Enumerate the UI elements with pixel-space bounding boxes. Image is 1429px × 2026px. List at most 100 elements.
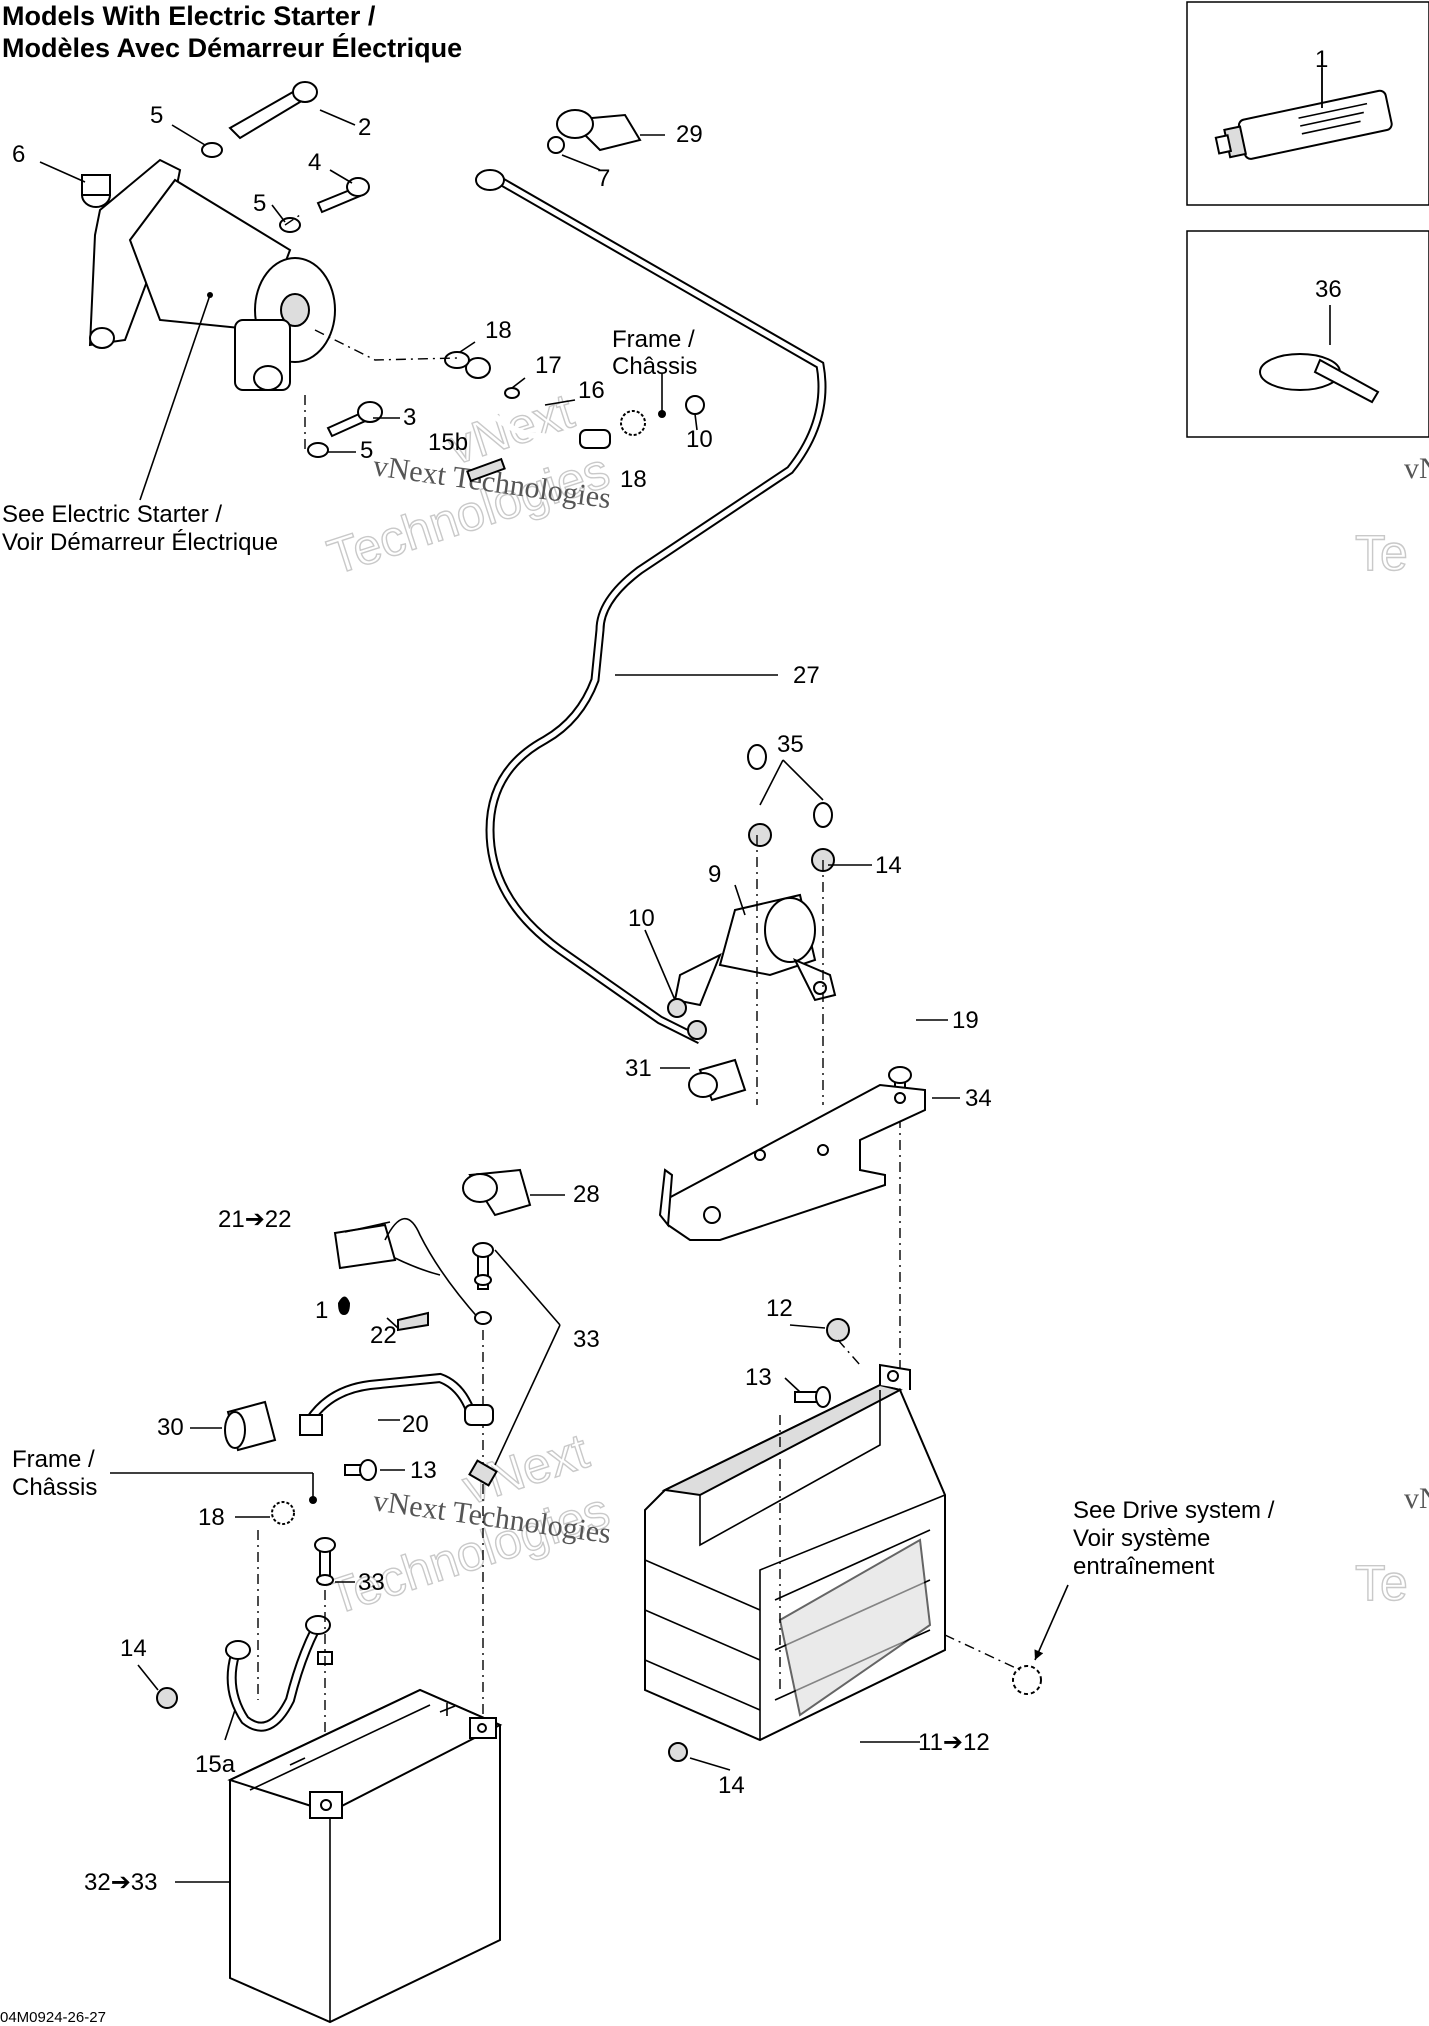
washer-5 xyxy=(307,442,329,458)
washer-17 xyxy=(504,387,520,399)
drive-system-fastener xyxy=(1012,1665,1042,1695)
callout-35: 35 xyxy=(777,731,804,758)
ground-cable-15a xyxy=(225,1615,331,1732)
callout-16: 16 xyxy=(578,377,605,404)
fuse-22 xyxy=(397,1311,429,1332)
callout-2: 2 xyxy=(358,114,371,141)
washer-5 xyxy=(201,142,223,158)
callout-9: 9 xyxy=(708,861,721,888)
bolt-13 xyxy=(794,1386,831,1408)
positive-cable-27 xyxy=(475,169,827,1045)
callout-13: 13 xyxy=(410,1457,437,1484)
note-chassis: Châssis xyxy=(612,353,697,380)
note-entrainement: entraînement xyxy=(1073,1553,1215,1580)
inset-tie-wrap xyxy=(1186,230,1429,438)
star-washer-18 xyxy=(271,1501,295,1525)
boot-35 xyxy=(813,802,833,828)
note-see-electric-starter: See Electric Starter / xyxy=(2,501,222,528)
callout-1-drop: 1 xyxy=(315,1297,328,1324)
notes: See Electric Starter / Voir Démarreur Él… xyxy=(0,326,1275,2026)
callout-14: 14 xyxy=(718,1772,745,1799)
electric-starter xyxy=(81,158,336,391)
watermark-edge: Te xyxy=(1355,525,1408,581)
callout-17: 17 xyxy=(535,352,562,379)
cap-30 xyxy=(224,1400,277,1452)
callout-27: 27 xyxy=(793,662,820,689)
callout-18: 18 xyxy=(485,317,512,344)
callout-4: 4 xyxy=(308,149,321,176)
bolt-15b xyxy=(466,457,506,483)
callout-15a: 15a xyxy=(195,1751,236,1778)
callout-12: 12 xyxy=(766,1295,793,1322)
nut-10 xyxy=(667,998,687,1018)
fuse-holder-21 xyxy=(333,1217,481,1321)
bolt-4 xyxy=(316,177,370,214)
callout-22: 22 xyxy=(370,1322,397,1349)
callout-32-33: 32➔33 xyxy=(84,1869,158,1896)
note-frame: Frame / xyxy=(612,326,695,353)
note-frame: Frame / xyxy=(12,1446,95,1473)
nut-14 xyxy=(748,823,772,847)
cap-29 xyxy=(556,109,642,152)
starter-cable-16 xyxy=(465,357,611,449)
nut-14 xyxy=(156,1687,178,1709)
callout-10: 10 xyxy=(628,905,655,932)
note-chassis: Châssis xyxy=(12,1474,97,1501)
bolt-2 xyxy=(228,81,318,140)
nut-33 xyxy=(468,1459,498,1487)
callouts: 1 2 3 4 5 5 5 6 7 9 10 10 11➔12 12 13 13… xyxy=(12,46,1342,1896)
callout-33: 33 xyxy=(573,1326,600,1353)
callout-5: 5 xyxy=(150,102,163,129)
boot-31 xyxy=(688,1058,747,1102)
note-see-drive-system: See Drive system / xyxy=(1073,1497,1275,1524)
bolt-33 xyxy=(472,1242,494,1325)
callout-11-12: 11➔12 xyxy=(918,1729,990,1756)
inset-grease-tube xyxy=(1186,1,1429,206)
callout-5: 5 xyxy=(360,437,373,464)
callout-28: 28 xyxy=(573,1181,600,1208)
callout-5: 5 xyxy=(253,190,266,217)
bolt-33 xyxy=(314,1537,336,1665)
leader-lines xyxy=(39,60,1323,1883)
bolt-3 xyxy=(326,401,383,438)
callout-15b: 15b xyxy=(428,429,468,456)
watermark-edge: vN xyxy=(1404,452,1429,485)
note-voir-systeme: Voir système xyxy=(1073,1525,1210,1552)
battery-32 xyxy=(227,1688,503,2024)
nut-12 xyxy=(826,1318,850,1342)
diagram-title-en: Models With Electric Starter / xyxy=(2,1,376,31)
callout-14: 14 xyxy=(120,1635,147,1662)
callout-34: 34 xyxy=(965,1085,992,1112)
callout-33: 33 xyxy=(358,1569,385,1596)
nut-10 xyxy=(685,395,705,415)
callout-20: 20 xyxy=(402,1411,429,1438)
callout-19: 19 xyxy=(952,1007,979,1034)
boot-35 xyxy=(747,744,767,770)
drawing-code: 04M0924-26-27 xyxy=(0,2009,106,2026)
callout-1: 1 xyxy=(1315,46,1328,73)
nut-7 xyxy=(547,136,565,154)
callout-3: 3 xyxy=(403,404,416,431)
callout-18: 18 xyxy=(198,1504,225,1531)
callout-14: 14 xyxy=(875,852,902,879)
callout-6: 6 xyxy=(12,141,25,168)
drop-icon xyxy=(338,1296,350,1315)
callout-31: 31 xyxy=(625,1055,652,1082)
bolt-13 xyxy=(344,1459,377,1481)
callout-18: 18 xyxy=(620,466,647,493)
note-voir-demarreur: Voir Démarreur Électrique xyxy=(2,529,278,556)
watermark-edge: Te xyxy=(1355,1555,1408,1611)
watermark-edge: vN xyxy=(1404,1482,1429,1515)
callout-21-22: 21➔22 xyxy=(218,1206,292,1233)
cap-28 xyxy=(462,1168,532,1217)
battery-tray-11 xyxy=(644,1363,946,1742)
callout-13: 13 xyxy=(745,1364,772,1391)
support-plate-34 xyxy=(658,1083,926,1241)
lock-washer-18 xyxy=(444,351,470,369)
diagram-title-fr: Modèles Avec Démarreur Électrique xyxy=(2,33,463,63)
callout-30: 30 xyxy=(157,1414,184,1441)
callout-36: 36 xyxy=(1315,276,1342,303)
negative-cable-20 xyxy=(299,1372,494,1436)
starter-solenoid-9 xyxy=(673,893,837,1007)
